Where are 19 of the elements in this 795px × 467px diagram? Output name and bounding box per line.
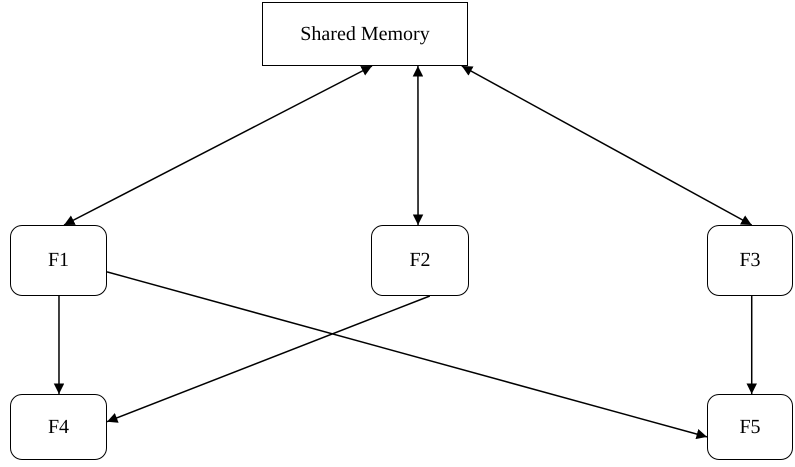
process-box: [707, 394, 793, 460]
arrow: [106, 271, 708, 440]
node-label: F3: [739, 249, 761, 272]
arrow: [461, 65, 752, 226]
memory-box: [262, 2, 468, 66]
node-label: F5: [739, 416, 761, 438]
process-box: [371, 225, 469, 296]
process-box: [10, 394, 107, 460]
arrow: [54, 296, 64, 394]
arrow: [64, 65, 372, 226]
arrow: [412, 66, 424, 225]
process-box: [10, 225, 107, 296]
node-label: Shared Memory: [300, 22, 430, 46]
node-label: F1: [48, 249, 70, 272]
node-label: F2: [409, 249, 431, 272]
arrow: [746, 296, 757, 394]
node-label: F4: [48, 416, 70, 438]
arrow: [106, 295, 430, 423]
process-box: [707, 225, 793, 296]
